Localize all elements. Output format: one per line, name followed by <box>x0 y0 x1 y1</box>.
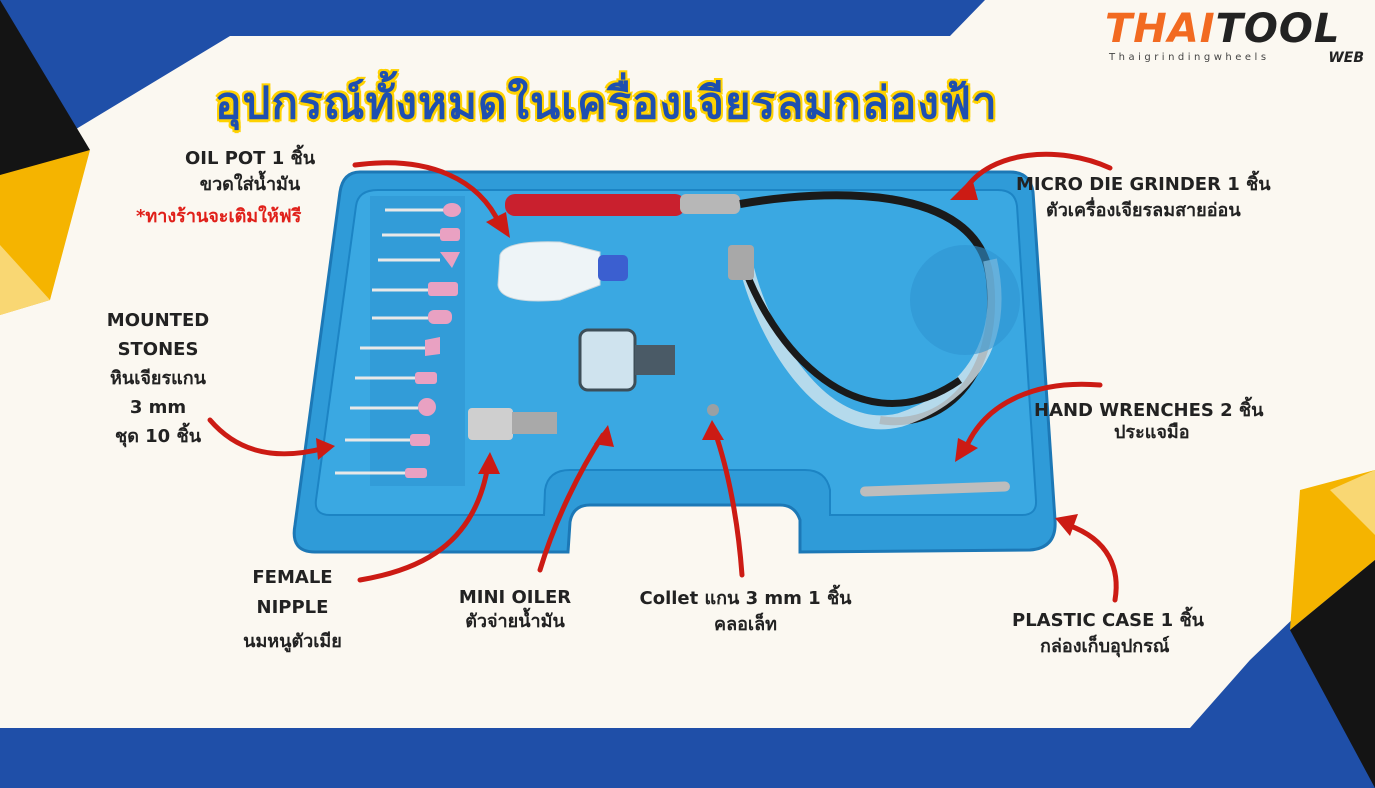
case-name: PLASTIC CASE 1 ชิ้น <box>1012 610 1204 631</box>
logo-brand-part2: TOOL <box>1215 6 1341 52</box>
nipple-line-2: NIPPLE <box>256 597 329 618</box>
left-light-triangle <box>0 245 50 315</box>
arrow-oiler <box>537 432 606 573</box>
label-micro-die-grinder: MICRO DIE GRINDER 1 ชิ้น ตัวเครื่องเจียร… <box>1016 172 1271 224</box>
nipple-line-1: FEMALE <box>252 567 333 588</box>
stones-line-2: STONES <box>117 339 199 360</box>
wrench-thai: ประแจมือ <box>1114 422 1190 443</box>
right-black-triangle <box>1290 560 1375 788</box>
logo-tagline: Thaigrindingwheels <box>1109 52 1270 63</box>
label-mounted-stones: MOUNTED STONES หินเจียรแกน 3 mm ชุด 10 ช… <box>88 306 228 451</box>
oil-pot-note: *ทางร้านจะเติมให้ฟรี <box>136 206 302 227</box>
oil-pot-name: OIL POT 1 ชิ้น <box>184 148 316 169</box>
thaitool-logo: THAITOOL Thaigrindingwheels WEB <box>1105 6 1370 66</box>
label-mini-oiler: MINI OILER ตัวจ่ายน้ำมัน <box>440 586 590 634</box>
oiler-thai: ตัวจ่ายน้ำมัน <box>465 611 565 632</box>
arrow-case <box>1065 522 1119 603</box>
stones-line-1: MOUNTED <box>106 310 210 331</box>
nipple-thai: นมหนูตัวเมีย <box>243 631 342 652</box>
logo-web: WEB <box>1328 50 1364 66</box>
oil-pot-thai: ขวดใส่น้ำมัน <box>199 174 301 195</box>
left-black-triangle <box>0 0 90 205</box>
collet-thai: คลอเล็ท <box>714 614 777 635</box>
arrow-collet <box>712 429 745 578</box>
mounted-stones-image <box>335 203 461 478</box>
stones-line-4: 3 mm <box>129 397 187 418</box>
grinder-name: MICRO DIE GRINDER 1 ชิ้น <box>1016 174 1271 195</box>
grinder-thai: ตัวเครื่องเจียรลมสายอ่อน <box>1046 200 1241 221</box>
logo-brand: THAITOOL <box>1105 6 1340 52</box>
logo-brand-part1: THAI <box>1105 6 1216 52</box>
page-title: อุปกรณ์ทั้งหมดในเครื่องเจียรลมกล่องฟ้า <box>215 78 998 129</box>
arrow-grinder <box>962 151 1113 193</box>
right-light-triangle <box>1330 470 1375 535</box>
label-collet: Collet แกน 3 mm 1 ชิ้น คลอเล็ท <box>618 586 873 638</box>
top-blue-band <box>0 0 985 175</box>
callout-arrows <box>207 151 1119 603</box>
plastic-case-image <box>292 170 1057 554</box>
arrow-wrench <box>962 381 1103 453</box>
case-thai: กล่องเก็บอุปกรณ์ <box>1040 636 1170 657</box>
label-female-nipple: FEMALE NIPPLE นมหนูตัวเมีย <box>220 563 365 657</box>
collet-name: Collet แกน 3 mm 1 ชิ้น <box>639 588 852 609</box>
stones-line-3: หินเจียรแกน <box>110 368 206 389</box>
label-hand-wrenches: HAND WRENCHES 2 ชิ้น ประแจมือ <box>1034 398 1263 446</box>
label-plastic-case: PLASTIC CASE 1 ชิ้น กล่องเก็บอุปกรณ์ <box>1012 608 1204 660</box>
wrench-name: HAND WRENCHES 2 ชิ้น <box>1034 400 1264 421</box>
stones-line-5: ชุด 10 ชิ้น <box>114 426 201 447</box>
bottom-blue-band <box>0 540 1375 788</box>
arrow-nipple <box>357 462 491 583</box>
oiler-name: MINI OILER <box>458 587 572 608</box>
arrow-stones <box>207 417 328 457</box>
arrow-oil-pot <box>352 160 503 228</box>
label-oil-pot: OIL POT 1 ชิ้น ขวดใส่น้ำมัน <box>150 146 350 198</box>
